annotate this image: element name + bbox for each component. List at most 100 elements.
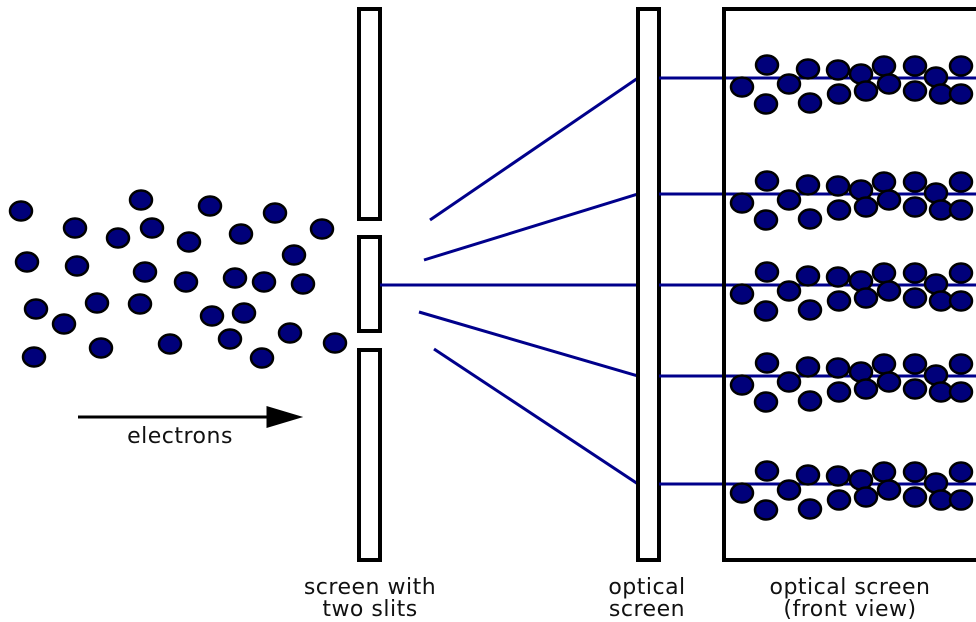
band-electron bbox=[928, 489, 954, 511]
electron bbox=[228, 223, 254, 245]
interference-band bbox=[729, 261, 974, 322]
electron bbox=[14, 251, 40, 273]
electron bbox=[176, 231, 202, 253]
barrier-top-segment bbox=[357, 7, 382, 221]
band-electron bbox=[825, 357, 851, 379]
direction-arrow bbox=[78, 405, 304, 429]
band-electron bbox=[853, 378, 879, 400]
band-electron bbox=[754, 352, 780, 374]
electron bbox=[222, 267, 248, 289]
electron bbox=[251, 271, 277, 293]
electron bbox=[23, 298, 49, 320]
band-electron bbox=[871, 171, 897, 193]
optical-screen-label: optical screen bbox=[592, 577, 702, 621]
band-electron bbox=[928, 381, 954, 403]
barrier-bottom-segment bbox=[357, 348, 382, 562]
electron bbox=[64, 255, 90, 277]
front-view-frame bbox=[722, 7, 976, 562]
electron bbox=[322, 332, 348, 354]
barrier-middle-segment bbox=[357, 235, 382, 333]
band-electron bbox=[902, 55, 928, 77]
electrons-label: electrons bbox=[110, 426, 250, 448]
band-electron bbox=[753, 391, 779, 413]
band-electron bbox=[876, 189, 902, 211]
band-electron bbox=[753, 300, 779, 322]
band-electron bbox=[754, 54, 780, 76]
band-electron bbox=[729, 482, 755, 504]
band-electron bbox=[729, 374, 755, 396]
electron bbox=[88, 337, 114, 359]
interference-bands bbox=[729, 54, 974, 521]
band-electron bbox=[729, 76, 755, 98]
band-electron bbox=[753, 93, 779, 115]
band-electron bbox=[826, 489, 852, 511]
optical-screen-label-line2: screen bbox=[608, 597, 686, 622]
band-electron bbox=[776, 371, 802, 393]
front-view-label-line2: (front view) bbox=[783, 597, 917, 622]
band-electron bbox=[902, 378, 928, 400]
electron-cloud bbox=[8, 189, 348, 369]
band-electron bbox=[776, 189, 802, 211]
band-electron bbox=[902, 486, 928, 508]
band-electron bbox=[797, 390, 823, 412]
electron bbox=[139, 217, 165, 239]
band-electron bbox=[797, 299, 823, 321]
electron bbox=[8, 200, 34, 222]
ray-lines bbox=[380, 76, 639, 486]
band-electron bbox=[876, 371, 902, 393]
interference-band bbox=[729, 460, 974, 521]
optical-screen-side bbox=[636, 7, 661, 562]
electron bbox=[309, 218, 335, 240]
band-electron bbox=[928, 290, 954, 312]
band-electron bbox=[871, 461, 897, 483]
band-electron bbox=[948, 55, 974, 77]
band-electron bbox=[948, 199, 974, 221]
electron bbox=[132, 261, 158, 283]
band-electron bbox=[729, 283, 755, 305]
band-electron bbox=[902, 287, 928, 309]
band-electron bbox=[948, 489, 974, 511]
electron bbox=[21, 346, 47, 368]
band-electron bbox=[825, 266, 851, 288]
ray-line bbox=[418, 310, 639, 378]
band-electron bbox=[853, 287, 879, 309]
barrier-label-line2: two slits bbox=[322, 597, 418, 622]
two-slit-barrier bbox=[357, 7, 382, 562]
electron bbox=[84, 292, 110, 314]
band-electron bbox=[871, 55, 897, 77]
electron bbox=[173, 271, 199, 293]
electron bbox=[277, 322, 303, 344]
electron bbox=[217, 328, 243, 350]
band-electron bbox=[826, 199, 852, 221]
band-electron bbox=[754, 460, 780, 482]
band-electron bbox=[948, 353, 974, 375]
band-electron bbox=[871, 262, 897, 284]
band-electron bbox=[826, 83, 852, 105]
interference-band bbox=[729, 170, 974, 231]
band-electron bbox=[948, 83, 974, 105]
band-electron bbox=[902, 262, 928, 284]
band-electron bbox=[948, 262, 974, 284]
electron bbox=[105, 227, 131, 249]
electron bbox=[249, 347, 275, 369]
band-electron bbox=[826, 290, 852, 312]
band-electron bbox=[871, 353, 897, 375]
band-electron bbox=[948, 381, 974, 403]
band-electron bbox=[902, 80, 928, 102]
band-electron bbox=[754, 261, 780, 283]
band-electron bbox=[795, 356, 821, 378]
projection-lines bbox=[659, 76, 976, 486]
band-electron bbox=[825, 59, 851, 81]
ray-line bbox=[423, 192, 639, 262]
band-electron bbox=[754, 170, 780, 192]
band-electron bbox=[902, 196, 928, 218]
band-electron bbox=[797, 498, 823, 520]
barrier-label-line1: screen with bbox=[303, 575, 437, 600]
band-electron bbox=[776, 73, 802, 95]
band-electron bbox=[902, 171, 928, 193]
electron bbox=[128, 189, 154, 211]
electron bbox=[281, 244, 307, 266]
band-electron bbox=[948, 290, 974, 312]
interference-band bbox=[729, 352, 974, 413]
